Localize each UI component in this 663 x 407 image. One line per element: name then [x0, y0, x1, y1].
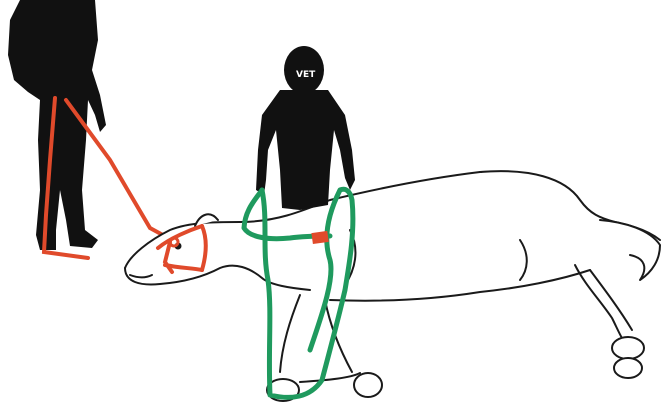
- vet-helmet-text: VET: [296, 70, 316, 80]
- handler-person-icon: [8, 0, 106, 250]
- horse-icon: [125, 171, 660, 401]
- strap-buckle-icon: [311, 231, 328, 244]
